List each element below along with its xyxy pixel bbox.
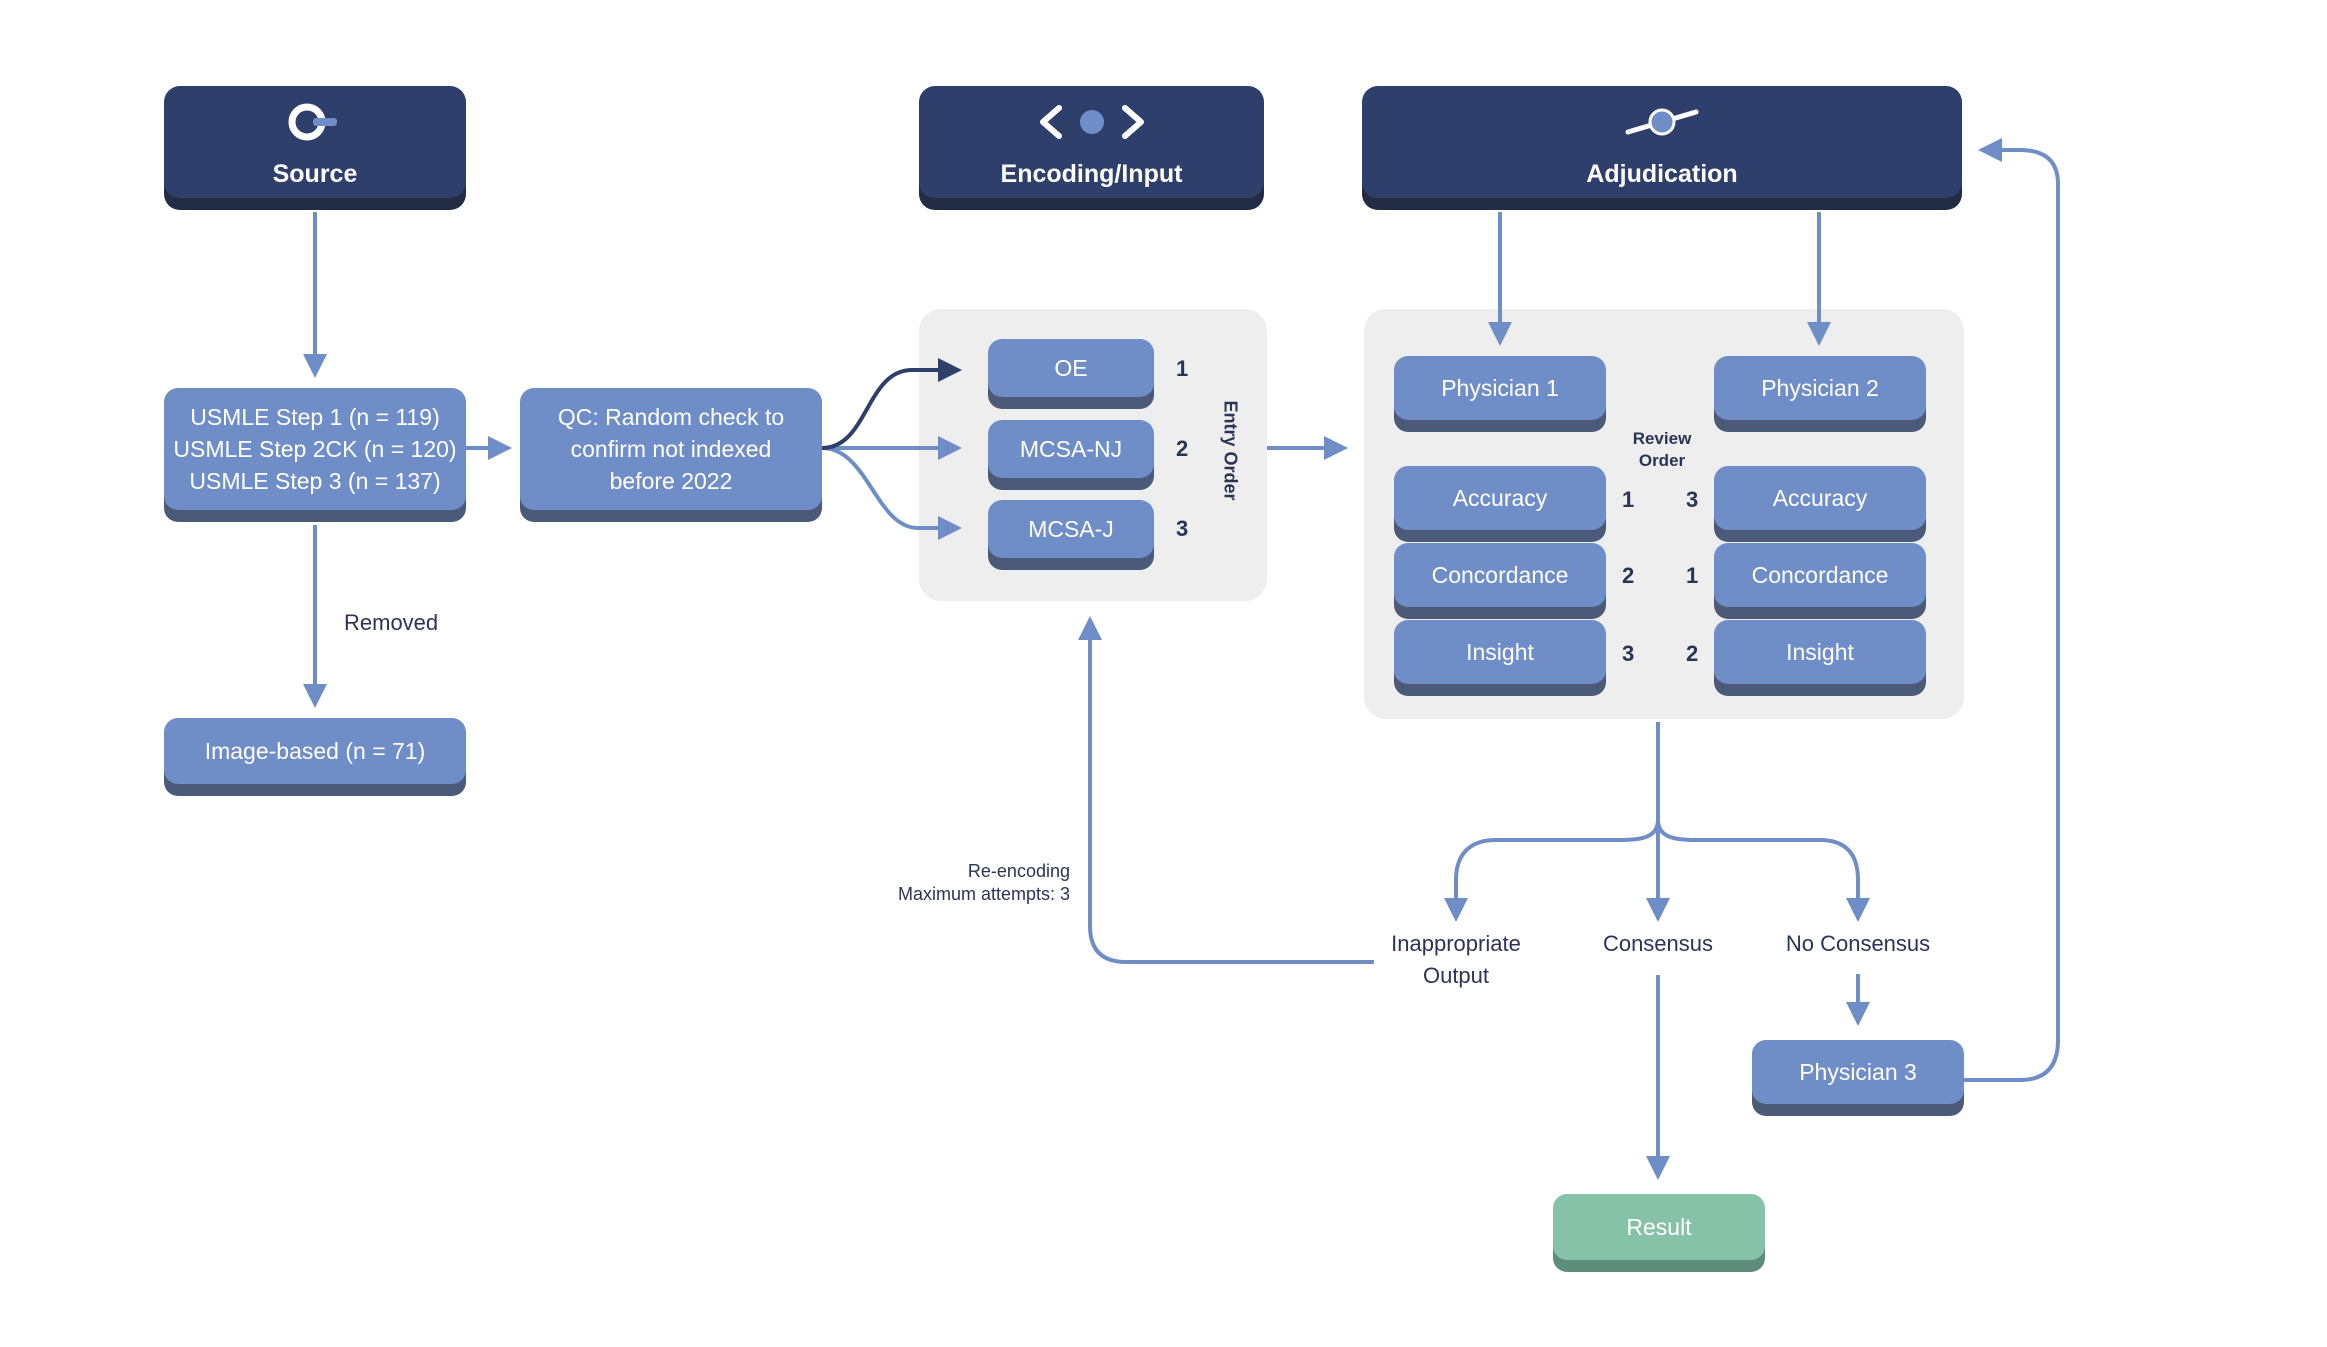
image-based-label: Image-based (n = 71) [204, 738, 426, 764]
encoding-mcsaj-box: MCSA-J [988, 500, 1154, 558]
result-box: Result [1553, 1194, 1765, 1260]
inappropriate-line-2: Output [1422, 963, 1490, 988]
p1-accuracy-label: Accuracy [1452, 485, 1548, 511]
inappropriate-line-1: Inappropriate [1391, 931, 1521, 956]
encoding-oe-order: 1 [1176, 356, 1189, 381]
entry-order-label: Entry Order [1220, 400, 1241, 501]
physician-1-label: Physician 1 [1441, 375, 1559, 401]
p2-concordance-box: Concordance [1714, 543, 1926, 607]
arrow-adj-to-inappropriate [1444, 722, 1660, 922]
p1-insight-label: Insight [1466, 639, 1534, 665]
source-ring-icon [285, 94, 345, 150]
encoding-mcsanj-order: 2 [1176, 436, 1189, 461]
p2-insight-order: 2 [1686, 641, 1699, 666]
p1-insight-box: Insight [1394, 620, 1606, 684]
inappropriate-output-label: Inappropriate Output [1376, 928, 1536, 992]
physician-2-box: Physician 2 [1714, 356, 1926, 420]
qc-line-2: confirm not indexed [570, 436, 772, 462]
usmle-box: USMLE Step 1 (n = 119) USMLE Step 2CK (n… [164, 388, 466, 510]
arrow-qc-to-mcsaj [821, 446, 962, 540]
encoding-mcsaj-label: MCSA-J [1028, 516, 1114, 542]
physician-1-box: Physician 1 [1394, 356, 1606, 420]
p1-concordance-order: 2 [1622, 563, 1635, 588]
p1-concordance-box: Concordance [1394, 543, 1606, 607]
p2-concordance-order: 1 [1686, 563, 1699, 588]
p1-insight-order: 3 [1622, 641, 1635, 666]
qc-line-1: QC: Random check to [557, 404, 785, 430]
usmle-step2ck: USMLE Step 2CK (n = 120) [173, 436, 457, 462]
p2-accuracy-order: 3 [1686, 487, 1699, 512]
arrow-adj-to-noconsensus [1656, 819, 1870, 922]
code-brackets-icon [1037, 94, 1147, 150]
no-consensus-label: No Consensus [1785, 931, 1931, 956]
p2-accuracy-label: Accuracy [1772, 485, 1868, 511]
usmle-step3: USMLE Step 3 (n = 137) [189, 468, 441, 494]
consensus-label: Consensus [1602, 931, 1714, 956]
encoding-mcsaj-order: 3 [1176, 516, 1189, 541]
p1-accuracy-box: Accuracy [1394, 466, 1606, 530]
p1-concordance-label: Concordance [1431, 562, 1569, 588]
arrow-physician3-to-adjudication [1964, 138, 2060, 1082]
qc-line-3: before 2022 [609, 468, 733, 494]
usmle-step1: USMLE Step 1 (n = 119) [190, 404, 440, 430]
source-header-label: Source [272, 160, 358, 188]
adjudication-header: Adjudication [1362, 86, 1962, 198]
adjudication-header-label: Adjudication [1586, 160, 1738, 188]
p2-insight-box: Insight [1714, 620, 1926, 684]
arrow-reencoding-loop [1078, 616, 1374, 964]
encoding-mcsanj-label: MCSA-NJ [1019, 436, 1123, 462]
encoding-header: Encoding/Input [919, 86, 1264, 198]
physician-3-box: Physician 3 [1752, 1040, 1964, 1104]
reencoding-line-2: Maximum attempts: 3 [897, 884, 1070, 904]
physician-2-label: Physician 2 [1761, 375, 1879, 401]
review-order-line-2: Order [1638, 451, 1686, 470]
p2-insight-label: Insight [1786, 639, 1854, 665]
reencoding-label: Re-encoding Maximum attempts: 3 [860, 860, 1070, 906]
physician-3-label: Physician 3 [1799, 1059, 1917, 1085]
p2-concordance-label: Concordance [1751, 562, 1889, 588]
source-header: Source [164, 86, 466, 198]
p2-accuracy-box: Accuracy [1714, 466, 1926, 530]
encoding-oe-box: OE [988, 339, 1154, 397]
p1-accuracy-order: 1 [1622, 487, 1635, 512]
arrow-qc-to-oe [821, 358, 962, 450]
encoding-header-label: Encoding/Input [1000, 160, 1183, 188]
encoding-oe-label: OE [1054, 355, 1088, 381]
image-based-box: Image-based (n = 71) [164, 718, 466, 784]
review-order-label: Review Order [1610, 428, 1714, 472]
review-order-line-1: Review [1632, 429, 1692, 448]
removed-label: Removed [344, 610, 439, 635]
result-label: Result [1626, 1214, 1692, 1240]
encoding-mcsanj-box: MCSA-NJ [988, 420, 1154, 478]
slider-toggle-icon [1622, 94, 1702, 150]
reencoding-line-1: Re-encoding [967, 861, 1070, 881]
qc-box: QC: Random check to confirm not indexed … [520, 388, 822, 510]
